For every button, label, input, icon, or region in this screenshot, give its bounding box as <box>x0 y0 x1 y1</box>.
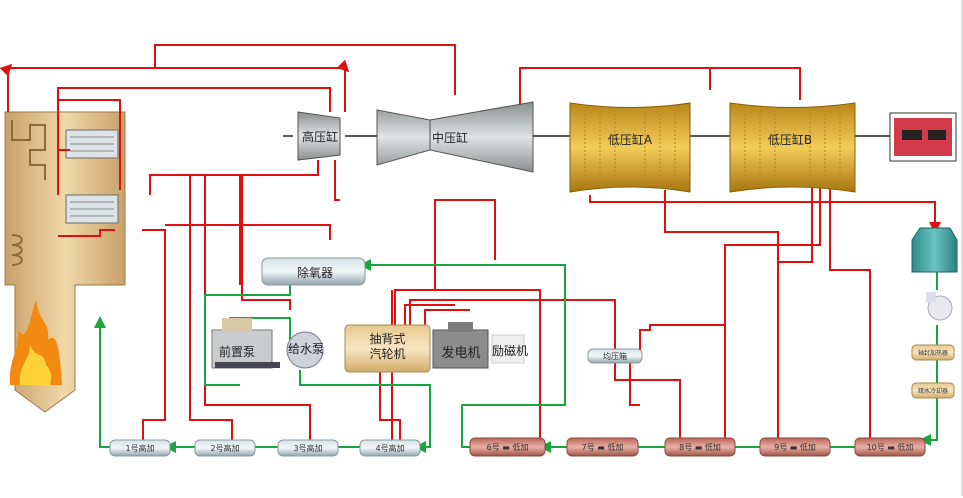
lp-heater-9-number: 9号 <box>774 443 788 452</box>
lp-turbine-b-label: 低压缸B <box>767 133 813 147</box>
deaerator-label: 除氧器 <box>296 266 333 280</box>
lp-turbine-b <box>729 102 856 193</box>
lp-heater-7-suffix: 低加 <box>607 443 624 452</box>
lp-heater-8-label: 8号 ▬ 低加 <box>679 443 721 452</box>
flame-icon <box>9 300 62 385</box>
lp-heater-9-label: 9号 ▬ 低加 <box>774 443 816 452</box>
hp-heater-4-label: 4号高加 <box>375 444 405 453</box>
hp-turbine-label: 高压缸 <box>301 130 338 144</box>
gland-heater-label: 轴封加热器 <box>917 350 948 357</box>
main-generator <box>889 112 957 162</box>
drive-turbine-label-line2: 汽轮机 <box>369 347 406 361</box>
lp-heater-9-suffix: 低加 <box>799 443 816 452</box>
exciter-body <box>491 334 525 364</box>
hp-heater-3-label: 3号高加 <box>293 444 323 453</box>
lp-heater-8-suffix: 低加 <box>704 443 721 452</box>
ip-turbine-label: 中压缸 <box>431 131 468 145</box>
lp-heater-7-label: 7号 ▬ 低加 <box>581 443 624 452</box>
water-pipes <box>94 259 938 447</box>
hp-heater-shells <box>109 439 421 457</box>
feed-pump-label: 给水泵 <box>287 342 324 356</box>
lp-heater-10-suffix: 低加 <box>897 443 914 452</box>
lp-heater-10-label: 10号 ▬ 低加 <box>866 443 914 452</box>
gland-heater <box>911 344 955 361</box>
drain-cooler-label: 疏水冷却器 <box>917 388 948 395</box>
condenser-tank <box>911 227 958 273</box>
ip-turbine <box>376 101 534 173</box>
lp-heater-shells <box>469 437 926 457</box>
hp-heater-1-label: 1号高加 <box>125 444 155 453</box>
lp-heater-10-number: 10号 <box>866 443 885 452</box>
lp-heater-6-suffix: 低加 <box>512 443 529 452</box>
drain-cooler <box>911 382 955 399</box>
steam-pipes <box>0 44 941 440</box>
hp-turbine <box>297 111 341 161</box>
condensate-pump <box>926 292 953 321</box>
deaerator <box>261 257 366 286</box>
generator-label: 发电机 <box>441 346 481 361</box>
superheater-coils <box>65 129 119 224</box>
boiler <box>4 111 126 413</box>
booster-pump-body <box>211 329 273 369</box>
lp-heater-8-number: 8号 <box>679 443 693 452</box>
booster-pump-label: 前置泵 <box>218 345 255 359</box>
feed-pump-body <box>286 331 324 369</box>
hp-heater-2-label: 2号高加 <box>210 444 240 453</box>
drive-turbine-label: 抽背式 汽轮机 <box>345 332 430 362</box>
balance-tank-label: 均压箱 <box>603 352 627 361</box>
lp-turbine-a-label: 低压缸A <box>607 133 653 147</box>
lp-heater-7-number: 7号 <box>581 443 595 452</box>
exciter-label: 励磁机 <box>491 344 528 358</box>
lp-heater-6-number: 6号 <box>486 443 500 452</box>
drive-turbine-label-line1: 抽背式 <box>369 332 406 346</box>
lp-turbine-a <box>569 102 691 193</box>
balance-tank <box>587 348 643 364</box>
drive-turbine <box>344 324 431 373</box>
lp-heater-6-label: 6号 ▬ 低加 <box>486 443 529 452</box>
